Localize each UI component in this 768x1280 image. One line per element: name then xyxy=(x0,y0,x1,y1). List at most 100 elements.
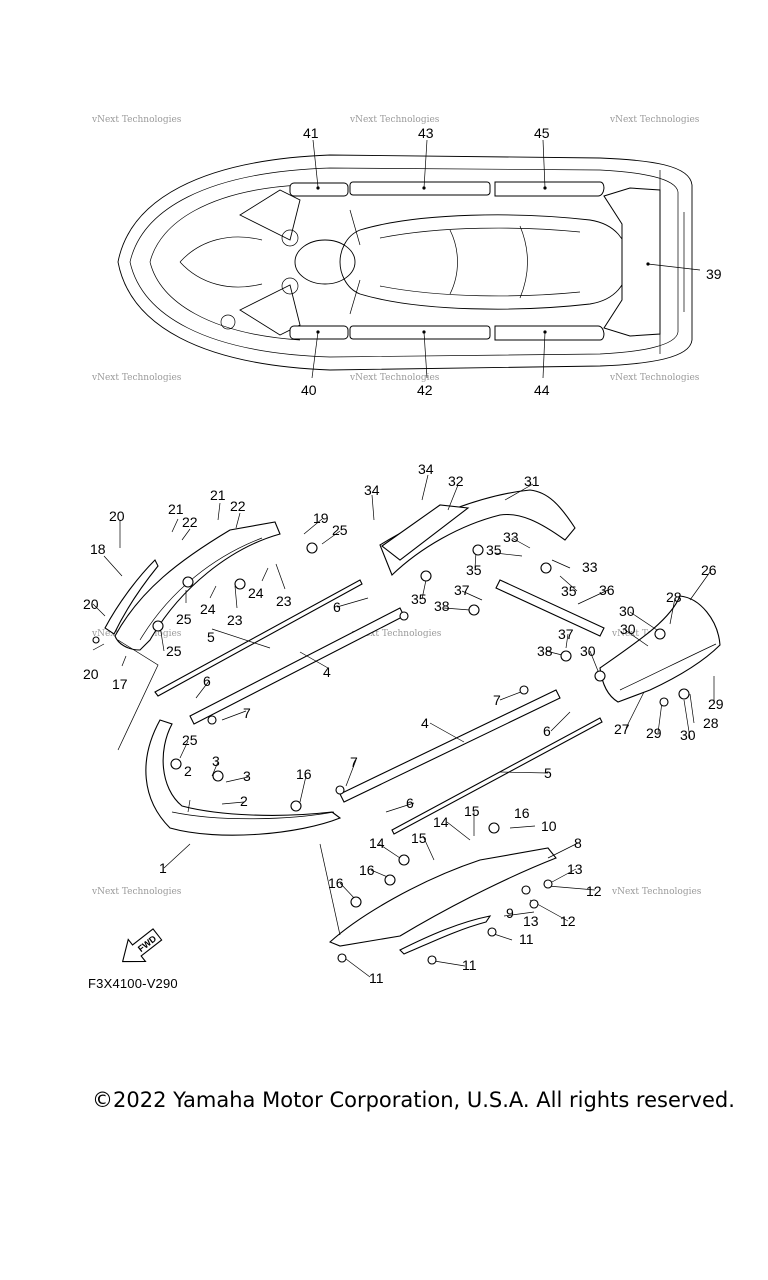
callout-36: 36 xyxy=(599,582,615,598)
watermark: vNext Technologies xyxy=(609,373,700,383)
callout-22: 22 xyxy=(182,514,198,530)
callout-20: 20 xyxy=(83,666,99,682)
callout-labels: 41 43 45 39 40 42 44 34 32 31 34 21 22 2… xyxy=(83,125,724,986)
callout-1: 1 xyxy=(159,860,167,876)
watermark: vNext Technologies xyxy=(91,887,182,897)
callout-13: 13 xyxy=(567,861,583,877)
exploded-lower-view xyxy=(92,474,721,978)
callout-4: 4 xyxy=(323,664,331,680)
callout-26: 26 xyxy=(701,562,717,578)
callout-16: 16 xyxy=(359,862,375,878)
watercraft-top-view xyxy=(117,139,701,379)
callout-18: 18 xyxy=(90,541,106,557)
callout-5: 5 xyxy=(207,629,215,645)
callout-9: 9 xyxy=(506,905,514,921)
callout-28: 28 xyxy=(703,715,719,731)
callout-43: 43 xyxy=(418,125,434,141)
callout-38: 38 xyxy=(537,643,553,659)
callout-6: 6 xyxy=(203,673,211,689)
callout-31: 31 xyxy=(524,473,540,489)
callout-40: 40 xyxy=(301,382,317,398)
callout-13: 13 xyxy=(523,913,539,929)
copyright-notice: ©2022 Yamaha Motor Corporation, U.S.A. A… xyxy=(92,1088,735,1112)
callout-10: 10 xyxy=(541,818,557,834)
callout-6: 6 xyxy=(333,599,341,615)
callout-16: 16 xyxy=(296,766,312,782)
callout-2: 2 xyxy=(184,763,192,779)
callout-3: 3 xyxy=(243,768,251,784)
watermark: vNext Technologies xyxy=(91,115,182,125)
callout-24: 24 xyxy=(248,585,264,601)
callout-29: 29 xyxy=(646,725,662,741)
callout-6: 6 xyxy=(406,795,414,811)
callout-21: 21 xyxy=(210,487,226,503)
callout-15: 15 xyxy=(464,803,480,819)
mat-pad-39 xyxy=(603,187,661,337)
callout-15: 15 xyxy=(411,830,427,846)
callout-25: 25 xyxy=(332,522,348,538)
callout-32: 32 xyxy=(448,473,464,489)
callout-30: 30 xyxy=(619,603,635,619)
callout-19: 19 xyxy=(313,510,329,526)
callout-38: 38 xyxy=(434,598,450,614)
mat-pad-44 xyxy=(494,325,605,341)
watermark: vNext Technologies xyxy=(611,887,702,897)
callout-39: 39 xyxy=(706,266,722,282)
callout-30: 30 xyxy=(580,643,596,659)
callout-35: 35 xyxy=(466,562,482,578)
callout-44: 44 xyxy=(534,382,550,398)
callout-42: 42 xyxy=(417,382,433,398)
callout-14: 14 xyxy=(369,835,385,851)
callout-7: 7 xyxy=(243,705,251,721)
callout-12: 12 xyxy=(560,913,576,929)
callout-16: 16 xyxy=(328,875,344,891)
callout-7: 7 xyxy=(350,754,358,770)
callout-34: 34 xyxy=(418,461,434,477)
mat-pad-41 xyxy=(289,182,349,197)
callout-24: 24 xyxy=(200,601,216,617)
callout-25: 25 xyxy=(166,643,182,659)
callout-34: 34 xyxy=(364,482,380,498)
watermark: vNext Technologies xyxy=(609,115,700,125)
callout-8: 8 xyxy=(574,835,582,851)
callout-17: 17 xyxy=(112,676,128,692)
watermark: vNext Technologies xyxy=(349,373,440,383)
diagram-code: F3X4100-V290 xyxy=(88,976,178,991)
callout-45: 45 xyxy=(534,125,550,141)
callout-6: 6 xyxy=(543,723,551,739)
callout-16: 16 xyxy=(514,805,530,821)
callout-11: 11 xyxy=(462,957,477,973)
callout-23: 23 xyxy=(276,593,292,609)
callout-4: 4 xyxy=(421,715,429,731)
callout-5: 5 xyxy=(544,765,552,781)
callout-30: 30 xyxy=(620,621,636,637)
callout-37: 37 xyxy=(454,582,470,598)
callout-21: 21 xyxy=(168,501,184,517)
mat-pad-43 xyxy=(349,181,491,196)
callout-27: 27 xyxy=(614,721,630,737)
callout-41: 41 xyxy=(303,125,319,141)
callout-28: 28 xyxy=(666,589,682,605)
callout-29: 29 xyxy=(708,696,724,712)
callout-14: 14 xyxy=(433,814,449,830)
callout-11: 11 xyxy=(519,931,534,947)
callout-11: 11 xyxy=(369,970,384,986)
callout-22: 22 xyxy=(230,498,246,514)
callout-20: 20 xyxy=(83,596,99,612)
callout-7: 7 xyxy=(493,692,501,708)
callout-3: 3 xyxy=(212,753,220,769)
callout-35: 35 xyxy=(411,591,427,607)
callout-25: 25 xyxy=(176,611,192,627)
callout-33: 33 xyxy=(582,559,598,575)
callout-30: 30 xyxy=(680,727,696,743)
callout-35: 35 xyxy=(561,583,577,599)
mat-pad-45 xyxy=(494,181,605,197)
callout-20: 20 xyxy=(109,508,125,524)
mat-pad-42 xyxy=(349,325,491,340)
watermark: vNext Technologies xyxy=(349,115,440,125)
callout-25: 25 xyxy=(182,732,198,748)
callout-37: 37 xyxy=(558,626,574,642)
forward-arrow-icon: FWD xyxy=(121,928,163,963)
callout-33: 33 xyxy=(503,529,519,545)
